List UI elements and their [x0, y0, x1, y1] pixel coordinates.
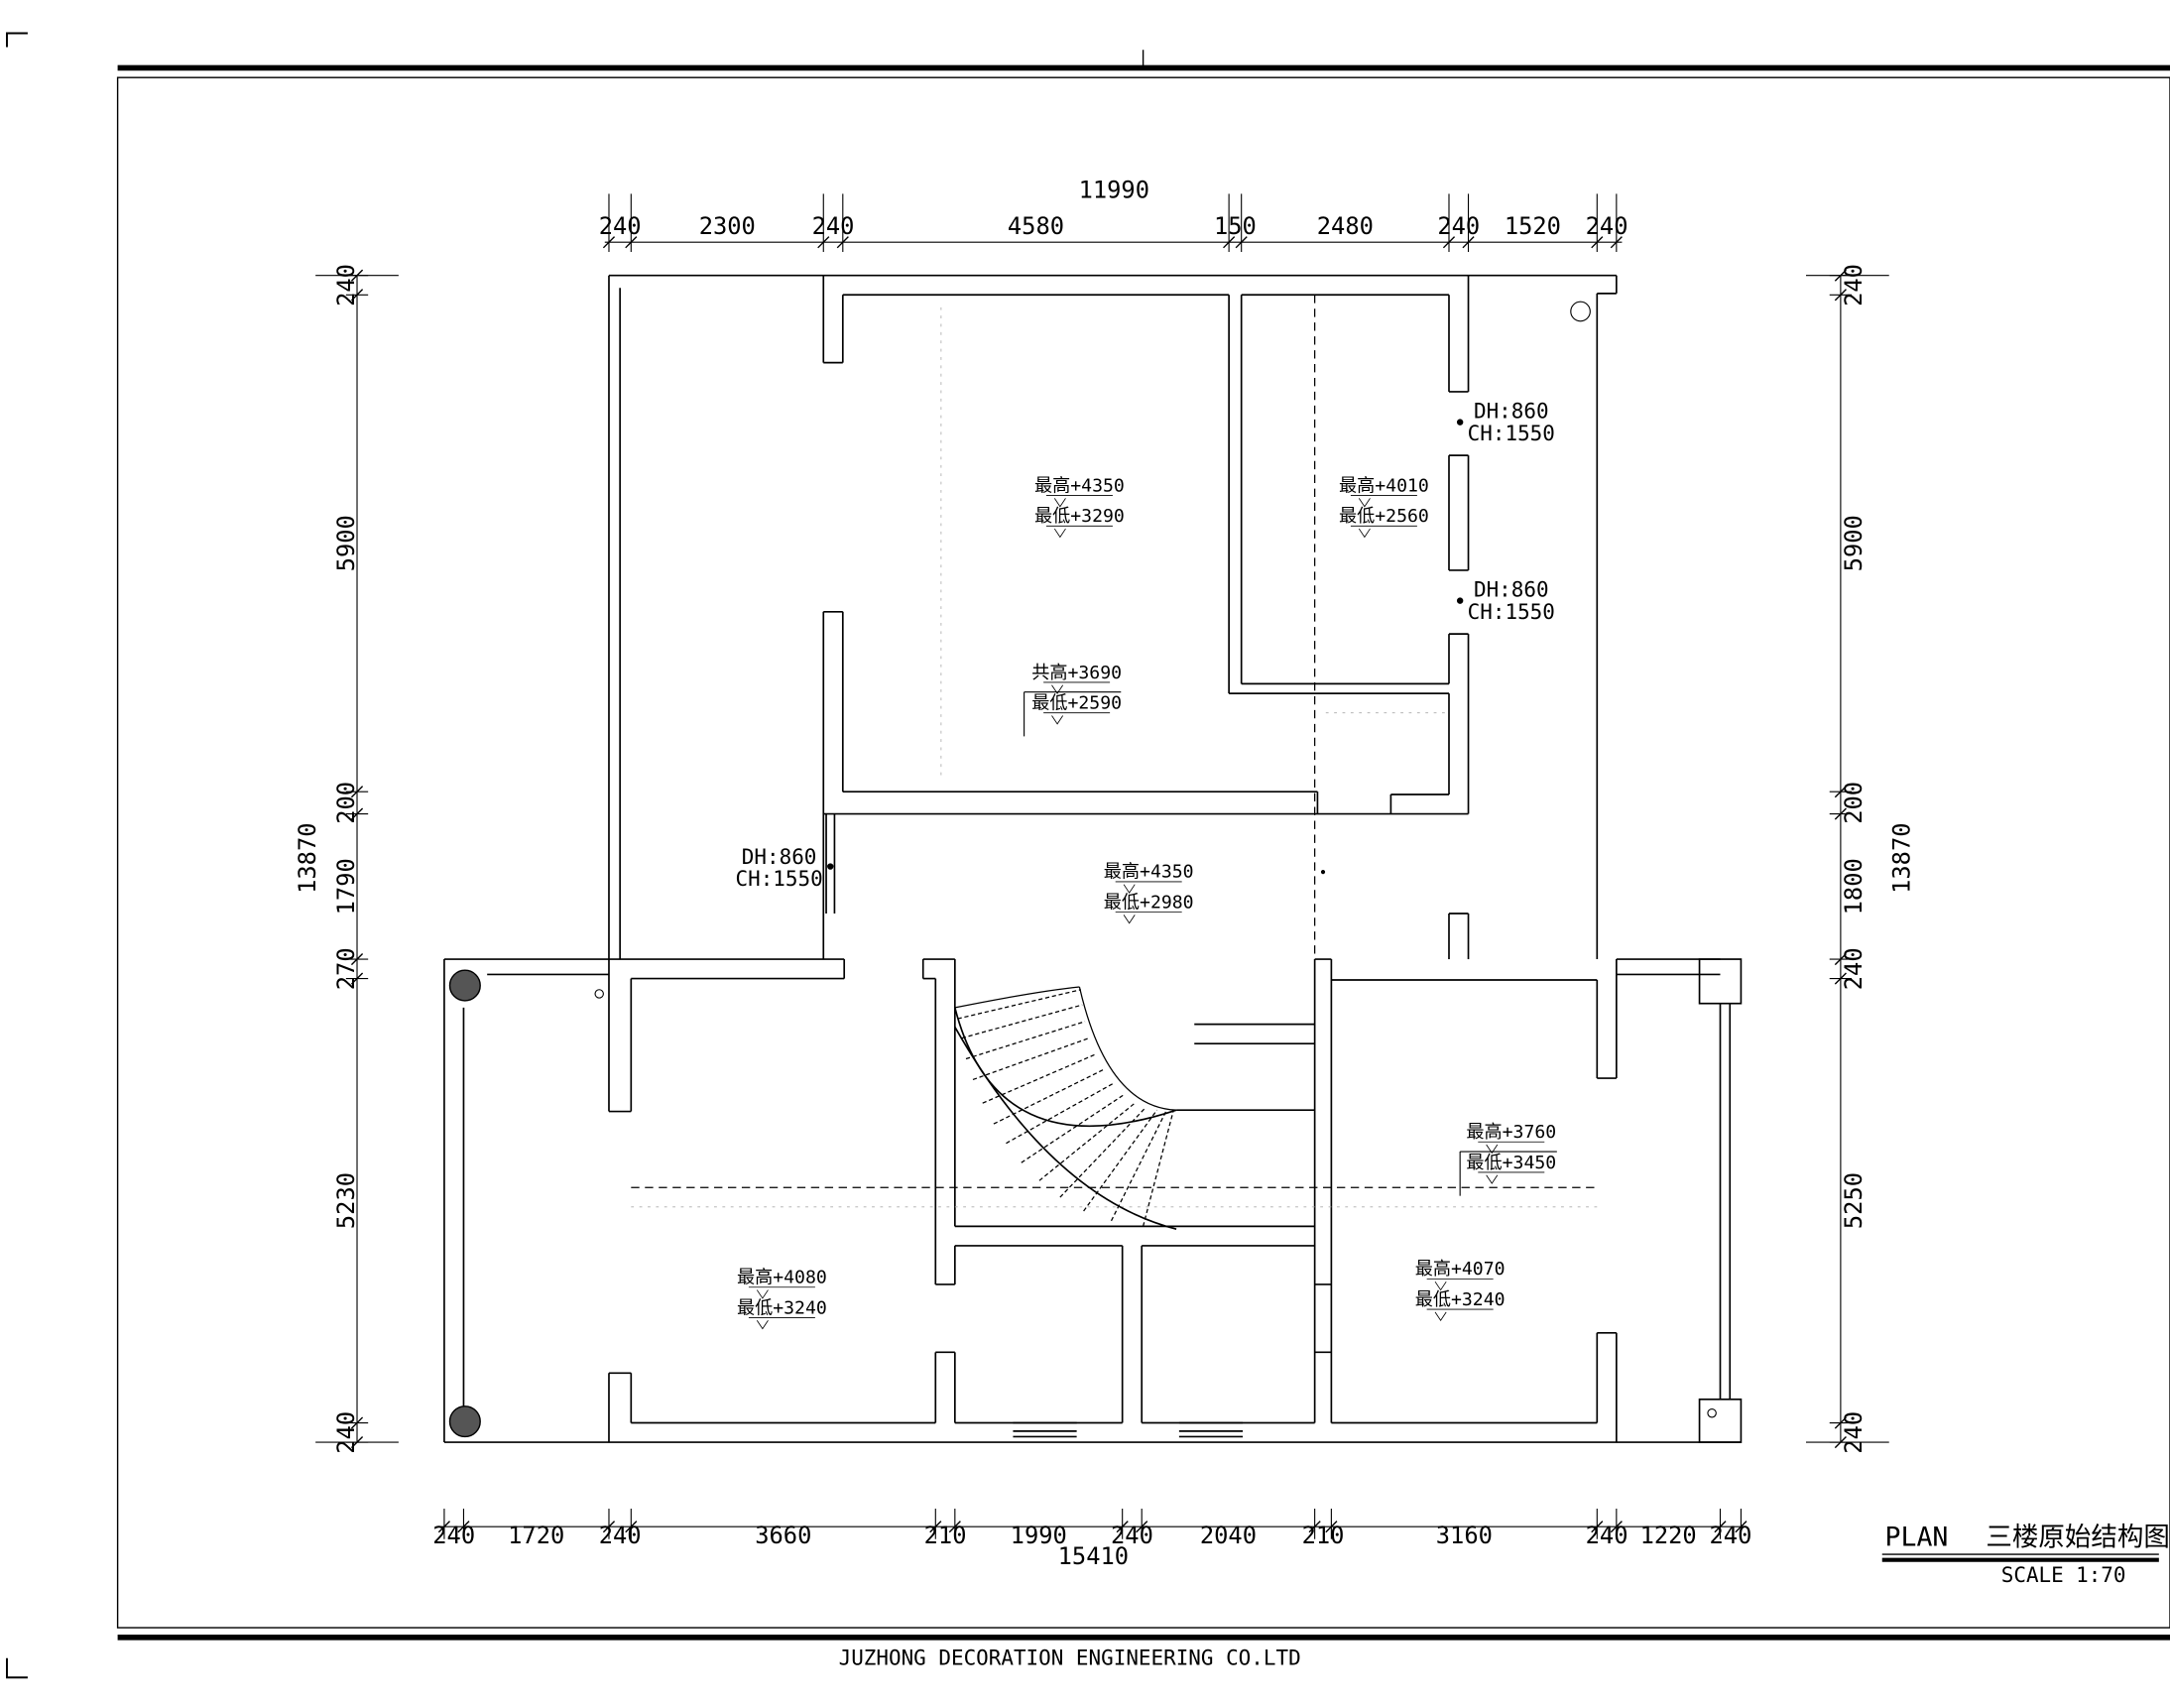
dimension-chain-top: 240 2300 240 4580 150 2480 240 1520 240	[599, 193, 1628, 252]
svg-text:最低+3290: 最低+3290	[1034, 506, 1125, 527]
dimension-chain-right: 240 5900 200 1800 240 5250 240	[1829, 264, 1868, 1454]
level-marker: 最高+4010 最低+2560	[1339, 475, 1429, 539]
dimension-chain-left: 240 5900 200 1790 270 5230 240	[332, 264, 369, 1454]
dimension-value: 200	[332, 782, 360, 824]
level-markers: 最高+4350 最低+3290 最高+4010 最低+2560 共高+3690 最低+25…	[737, 475, 1556, 1330]
drain-icon	[1707, 1408, 1717, 1418]
dimension-value: 1790	[332, 858, 360, 915]
sheet-frame	[6, 32, 2170, 1679]
dimension-value: 1720	[508, 1522, 564, 1549]
svg-text:最低+2980: 最低+2980	[1104, 892, 1194, 913]
dimension-value: 240	[1111, 1522, 1153, 1549]
dimension-value: 240	[812, 212, 855, 240]
scale-value: 1:70	[2076, 1563, 2125, 1587]
drawing-title: 三楼原始结构图	[1986, 1523, 2170, 1553]
level-marker: 共高+3690 最低+2590	[1031, 663, 1122, 725]
level-marker: 最高+3760 最低+3450	[1466, 1122, 1556, 1184]
svg-text:最高+4010: 最高+4010	[1339, 475, 1429, 496]
dimension-value: 240	[599, 1522, 642, 1549]
dimension-value: 3160	[1436, 1522, 1493, 1549]
svg-text:共高+3690: 共高+3690	[1031, 663, 1122, 683]
dimension-value: 240	[1840, 1411, 1868, 1454]
dimension-value: 240	[1710, 1522, 1752, 1549]
wall-lines	[443, 274, 1743, 1443]
svg-text:CH:1550: CH:1550	[1468, 422, 1555, 445]
svg-text:最高+4350: 最高+4350	[1104, 862, 1194, 883]
dimension-value: 5900	[1840, 515, 1868, 571]
svg-text:最低+3240: 最低+3240	[1415, 1289, 1506, 1310]
scale-label: SCALE	[2001, 1563, 2064, 1587]
dimension-total-top: 11990	[1079, 177, 1149, 204]
svg-text:最低+3450: 最低+3450	[1466, 1153, 1556, 1173]
dimension-value: 240	[1437, 212, 1480, 240]
faint-lines	[631, 306, 1598, 1208]
svg-text:最低+3240: 最低+3240	[737, 1297, 827, 1318]
column-icon	[448, 969, 481, 1002]
dimension-value: 240	[1586, 212, 1628, 240]
dimension-value: 240	[1840, 947, 1868, 990]
beam-lines	[631, 295, 1598, 1188]
company-name: JUZHONG DECORATION ENGINEERING CO.LTD	[839, 1647, 1301, 1670]
svg-text:CH:1550: CH:1550	[1468, 600, 1555, 624]
dimension-value: 5230	[332, 1172, 360, 1229]
dimension-value: 240	[332, 1411, 360, 1454]
svg-text:CH:1550: CH:1550	[736, 867, 823, 891]
drain-icon	[594, 989, 604, 999]
dimension-chain-bottom: 240 1720 240 3660 210 1990 240 2040 210 3160 240 12…	[432, 1509, 1751, 1549]
svg-text:最高+4080: 最高+4080	[737, 1268, 827, 1288]
dimension-value: 1800	[1840, 858, 1868, 915]
dimension-value: 1520	[1505, 212, 1561, 240]
level-marker: 最高+4070 最低+3240	[1415, 1259, 1506, 1322]
column-icon	[448, 1405, 481, 1438]
svg-text:最高+4350: 最高+4350	[1034, 475, 1125, 496]
drain-icon	[1570, 301, 1591, 322]
opening-note: DH:860 CH:1550	[1468, 399, 1555, 444]
fixtures	[448, 301, 1717, 1438]
level-marker: 最高+4350 最低+3290	[1034, 475, 1125, 539]
dimension-value: 1220	[1640, 1522, 1697, 1549]
dimension-value: 240	[1586, 1522, 1628, 1549]
dimension-lines	[315, 241, 2159, 1562]
dimension-value: 240	[1840, 264, 1868, 306]
dimension-total-right: 13870	[1888, 822, 1916, 893]
dimension-value: 1990	[1011, 1522, 1067, 1549]
dimension-value: 210	[924, 1522, 967, 1549]
svg-text:最高+4070: 最高+4070	[1415, 1259, 1506, 1280]
level-marker: 最高+4080 最低+3240	[737, 1268, 827, 1330]
opening-note: DH:860 CH:1550	[1468, 577, 1555, 623]
dimension-total-bottom: 15410	[1058, 1542, 1129, 1570]
plan-label: PLAN	[1885, 1523, 1949, 1553]
svg-text:DH:860: DH:860	[1474, 399, 1549, 423]
dimension-value: 5900	[332, 515, 360, 571]
level-leaders	[1024, 691, 1557, 1196]
dimension-value: 240	[432, 1522, 475, 1549]
dimension-value: 200	[1840, 782, 1868, 824]
dimension-value: 240	[332, 264, 360, 306]
dimension-value: 2300	[699, 212, 756, 240]
dimension-value: 3660	[755, 1522, 811, 1549]
spiral-staircase	[954, 986, 1177, 1230]
dimension-value: 210	[1302, 1522, 1345, 1549]
svg-text:最高+3760: 最高+3760	[1466, 1122, 1556, 1143]
level-marker: 最高+4350 最低+2980	[1104, 862, 1194, 924]
svg-text:最低+2590: 最低+2590	[1031, 692, 1122, 713]
dimension-value: 240	[599, 212, 642, 240]
dimension-value: 270	[332, 947, 360, 990]
opening-note: DH:860 CH:1550	[736, 845, 823, 891]
svg-text:DH:860: DH:860	[742, 845, 817, 869]
svg-text:DH:860: DH:860	[1474, 577, 1549, 601]
dimension-value: 5250	[1840, 1172, 1868, 1229]
dimension-value: 4580	[1008, 212, 1064, 240]
svg-text:最低+2560: 最低+2560	[1339, 506, 1429, 527]
dimension-value: 2040	[1200, 1522, 1257, 1549]
dimension-value: 2480	[1317, 212, 1374, 240]
dimension-value: 150	[1214, 212, 1257, 240]
dimension-total-left: 13870	[294, 822, 321, 893]
